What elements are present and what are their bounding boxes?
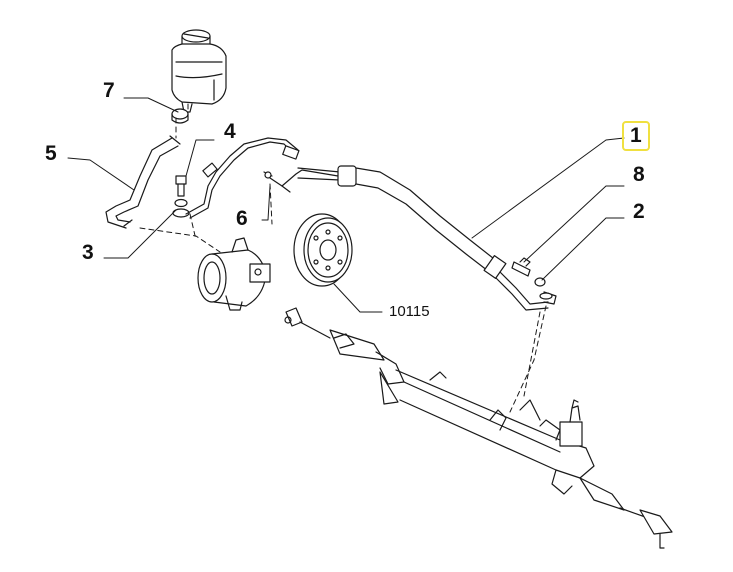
callout-10115[interactable]: 10115 bbox=[389, 303, 430, 320]
pump-pulley[interactable] bbox=[293, 213, 353, 287]
callout-1[interactable]: 1 bbox=[622, 121, 650, 151]
hose-bolt[interactable] bbox=[511, 257, 531, 277]
power-steering-pump[interactable] bbox=[197, 237, 271, 311]
callout-4[interactable]: 4 bbox=[224, 120, 236, 143]
pipe-bracket[interactable] bbox=[263, 169, 339, 193]
pressure-pipe-upper[interactable] bbox=[185, 137, 300, 219]
sealing-washer[interactable] bbox=[172, 198, 190, 218]
steering-rack[interactable] bbox=[284, 307, 673, 549]
suction-hose[interactable] bbox=[105, 135, 181, 229]
callout-7[interactable]: 7 bbox=[103, 79, 115, 102]
leader-lines bbox=[67, 97, 625, 313]
banjo-bolt[interactable] bbox=[175, 175, 187, 197]
reservoir-clamp[interactable] bbox=[171, 108, 189, 124]
fluid-reservoir[interactable] bbox=[171, 29, 227, 113]
callout-5[interactable]: 5 bbox=[45, 142, 57, 165]
callout-3[interactable]: 3 bbox=[82, 241, 94, 264]
routing-guide-lines bbox=[139, 103, 547, 413]
pressure-hose[interactable] bbox=[297, 165, 557, 311]
callout-2[interactable]: 2 bbox=[633, 200, 645, 223]
callout-8[interactable]: 8 bbox=[633, 163, 645, 186]
callout-6[interactable]: 6 bbox=[236, 207, 248, 230]
